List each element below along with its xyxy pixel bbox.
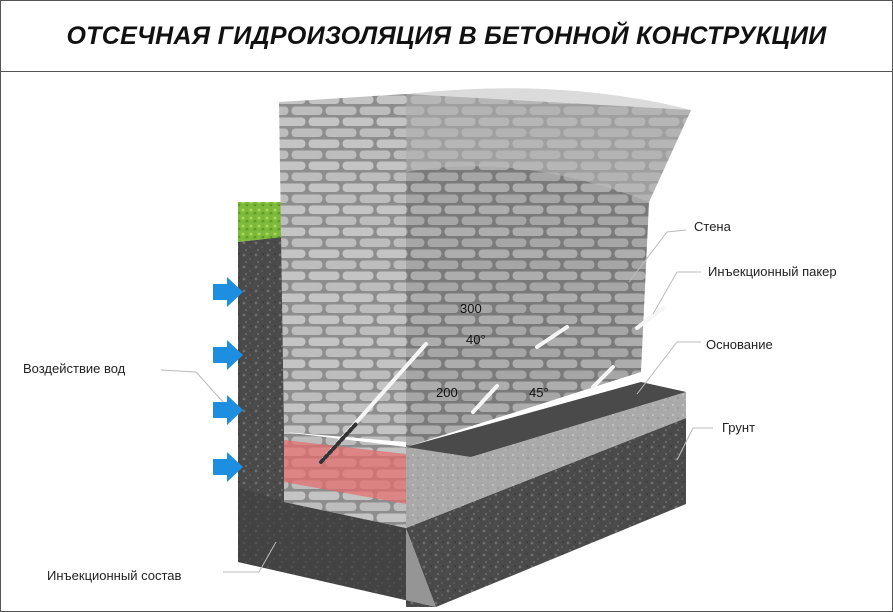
label-wall: Стена [694,219,732,234]
label-base: Основание [706,337,773,352]
water-arrow-icon [213,395,243,425]
soil-block [238,202,686,607]
title-bar: ОТСЕЧНАЯ ГИДРОИЗОЛЯЦИЯ В БЕТОННОЙ КОНСТР… [1,1,892,72]
injection-packers [319,306,665,464]
injection-zone [284,440,406,504]
label-soil: Грунт [722,420,755,435]
water-arrows [213,277,243,482]
dimension-45deg: 45° [529,385,549,400]
dimension-40deg: 40° [466,332,486,347]
dimension-300: 300 [460,301,482,316]
water-arrow-icon [213,340,243,370]
leader-lines [160,229,713,573]
waterproofing-scene: Стена Инъекционный пакер Основание Грунт… [23,88,837,607]
water-arrow-icon [213,452,243,482]
water-arrow-icon [213,277,243,307]
label-injection-packer: Инъекционный пакер [708,264,837,279]
grass-patch [238,202,284,242]
dimension-200: 200 [436,385,458,400]
label-water-impact: Воздействие вод [23,361,126,376]
diagram-title: ОТСЕЧНАЯ ГИДРОИЗОЛЯЦИЯ В БЕТОННОЙ КОНСТР… [66,21,827,50]
label-injection-composition: Инъекционный состав [47,568,181,583]
base-slab [406,382,686,528]
